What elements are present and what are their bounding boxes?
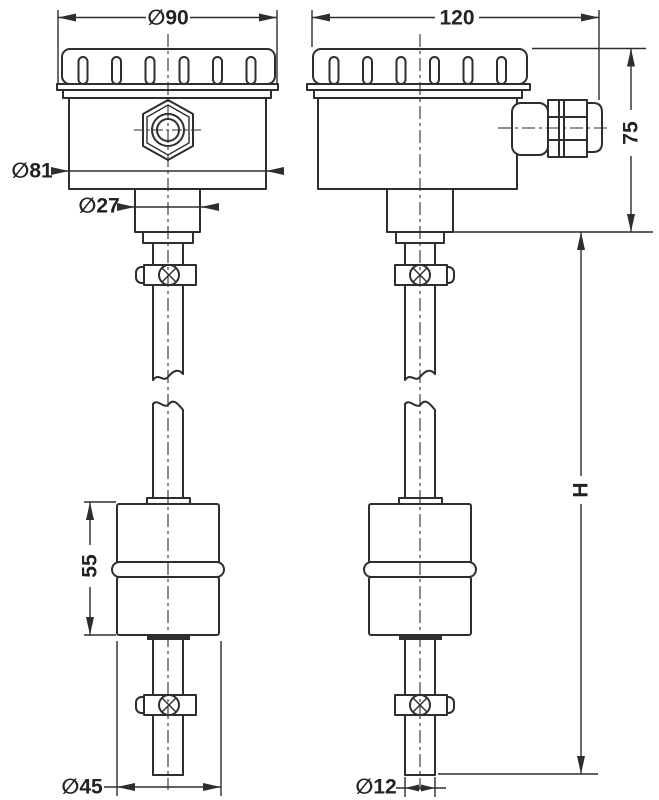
dim-float-height xyxy=(84,501,116,636)
tube-break-lower xyxy=(152,400,184,411)
dim-tube-diameter xyxy=(396,777,446,797)
arrowhead-down xyxy=(627,214,635,232)
tube-break-lower xyxy=(404,400,436,411)
arrowhead-up xyxy=(86,502,94,520)
dim-label-float-height: 55 xyxy=(79,554,102,578)
arrowhead-down xyxy=(577,756,585,774)
dim-float-diameter xyxy=(104,641,222,796)
arrowhead-right xyxy=(581,13,599,22)
centerlines xyxy=(167,34,608,790)
arrowhead-down xyxy=(86,617,94,635)
arrowhead-left xyxy=(201,203,219,211)
dim-label-housing-diameter: ∅81 xyxy=(11,160,53,183)
arrowhead-right xyxy=(117,203,135,211)
arrowhead-left xyxy=(117,783,135,791)
stop-collar-lower-front xyxy=(135,694,197,716)
arrowhead-right xyxy=(421,784,435,792)
arrowhead-up xyxy=(627,48,635,67)
side-flange-lower xyxy=(313,89,523,99)
arrowhead-up xyxy=(577,232,585,250)
dim-label-tube-diameter: ∅12 xyxy=(355,776,396,799)
dimension-labels: ∅90 120 ∅81 ∅27 75 H 55 ∅45 ∅12 xyxy=(11,7,643,799)
dim-label-cap-diameter: ∅90 xyxy=(147,7,188,30)
stop-collar-lower-side xyxy=(394,694,455,716)
dim-label-housing-height: 75 xyxy=(620,121,643,145)
gland-neck xyxy=(511,102,549,156)
arrowhead-right xyxy=(203,783,221,791)
arrowhead-left xyxy=(58,13,76,22)
dim-neck-diameter xyxy=(117,203,219,211)
dim-label-float-diameter: ∅45 xyxy=(61,776,103,799)
stop-collar-upper-front xyxy=(135,264,197,286)
stop-collar-upper-side xyxy=(394,264,455,286)
side-view xyxy=(306,48,603,776)
dim-label-housing-width: 120 xyxy=(439,7,474,30)
arrowhead-left xyxy=(266,167,284,175)
dim-label-neck-diameter: ∅27 xyxy=(78,195,119,218)
arrowhead-left xyxy=(405,784,419,792)
dim-label-probe-length: H xyxy=(570,482,593,497)
arrowhead-right xyxy=(51,167,69,175)
arrowhead-right xyxy=(259,13,277,22)
front-flange-lower xyxy=(62,89,272,99)
side-housing xyxy=(317,97,518,190)
side-head xyxy=(306,48,603,190)
arrowhead-left xyxy=(312,13,330,22)
